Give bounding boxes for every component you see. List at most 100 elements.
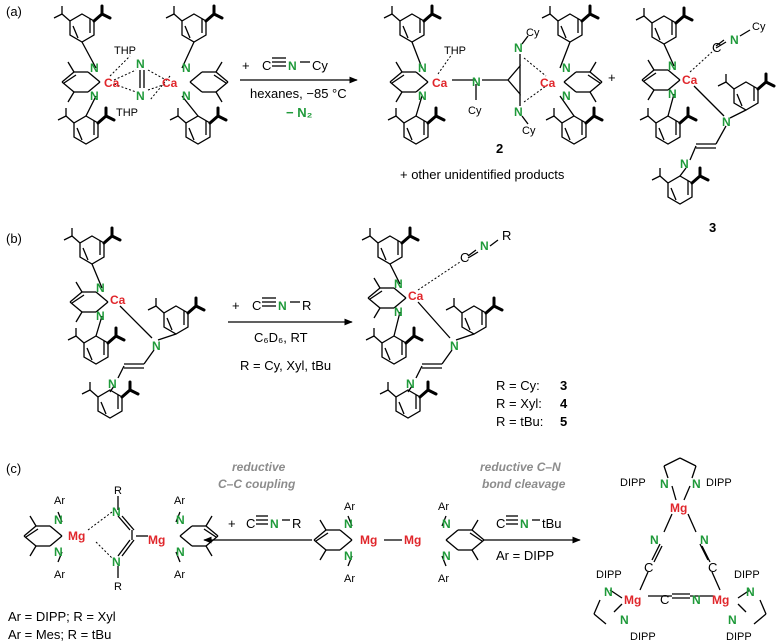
carbon-atom: C — [708, 560, 717, 575]
cy-label: Cy — [468, 105, 482, 117]
ar-label: Ar — [344, 573, 355, 585]
r-group-options: R = Cy, Xyl, tBu — [240, 358, 331, 373]
result-r: R = Xyl: — [496, 396, 542, 411]
thp-label: THP — [114, 45, 136, 57]
reactant-b-structure — [62, 226, 206, 420]
reagent-plus: + — [242, 58, 250, 73]
n-atom: N — [90, 89, 99, 103]
mg-atom: Mg — [68, 529, 85, 543]
reagent-carbon: C — [252, 298, 261, 313]
mg-atom: Mg — [670, 501, 687, 515]
n-atom: N — [112, 555, 121, 569]
thp-label: THP — [116, 107, 138, 119]
n-atom: N — [176, 545, 185, 559]
carbon-atom: C — [660, 592, 669, 607]
byproduct-n2: − N₂ — [286, 105, 313, 120]
product-b-structure — [360, 226, 504, 420]
n-atom: N — [442, 549, 451, 563]
plus-sign: + — [608, 70, 616, 85]
n-atom: N — [442, 517, 451, 531]
mg-atom: Mg — [404, 533, 421, 547]
result-compound: 4 — [560, 396, 568, 411]
n-atom: N — [344, 517, 353, 531]
r-label: R — [114, 485, 122, 497]
n-atom: N — [472, 75, 481, 89]
reagent-plus: + — [232, 298, 240, 313]
ar-label: Ar — [174, 569, 185, 581]
conditions-a: hexanes, −85 °C — [250, 86, 347, 101]
reagent-r-group: R — [302, 298, 311, 313]
reagent-r-group: tBu — [542, 516, 562, 531]
panel-c-label: (c) — [6, 461, 21, 476]
mg-atom: Mg — [624, 593, 641, 607]
left-pathway-label-2: C–C coupling — [218, 477, 296, 491]
cy-label: Cy — [522, 125, 536, 137]
ca-atom: Ca — [162, 76, 178, 90]
n-atom: N — [90, 61, 99, 75]
conditions-b: C₆D₆, RT — [254, 330, 308, 345]
left-mg-product — [23, 496, 219, 578]
result-r: R = Cy: — [496, 378, 540, 393]
n-atom: N — [700, 533, 709, 547]
reagent-nitrogen: N — [288, 59, 297, 73]
cy-label: Cy — [526, 27, 540, 39]
dipp-label: DIPP — [620, 477, 646, 489]
dipp-label: DIPP — [734, 569, 760, 581]
n-atom: N — [394, 277, 403, 291]
n-atom: N — [562, 61, 571, 75]
n-atom: N — [514, 41, 523, 55]
product-r-group: R — [502, 228, 511, 243]
mg3-cyanide-product — [593, 457, 767, 625]
ca-atom: Ca — [432, 76, 448, 90]
n-atom: N — [108, 377, 117, 391]
n-atom: N — [722, 115, 731, 129]
result-compound: 5 — [560, 414, 567, 429]
n-atom: N — [660, 477, 669, 491]
dipp-label: DIPP — [630, 631, 656, 643]
ar-label: Ar — [438, 501, 449, 513]
n-atom: N — [418, 61, 427, 75]
ca-atom: Ca — [104, 76, 120, 90]
reagent-r-group: Cy — [312, 58, 328, 73]
reagent-carbon: C — [246, 516, 255, 531]
n-atom: N — [668, 87, 677, 101]
n-atom: N — [96, 309, 105, 323]
product-3-structure — [634, 6, 776, 206]
n-atom: N — [394, 305, 403, 319]
compound-results: R = Cy: 3 R = Xyl: 4 R = tBu: 5 — [496, 378, 568, 429]
reagent-r-group: R — [292, 516, 301, 531]
n-atom: N — [746, 585, 755, 599]
result-compound: 3 — [560, 378, 567, 393]
ca-atom: Ca — [540, 76, 556, 90]
reagent-nitrogen: N — [270, 517, 279, 531]
n-atom: N — [96, 281, 105, 295]
ar-label: Ar — [344, 501, 355, 513]
reagent-nitrogen: N — [278, 299, 287, 313]
n-atom: N — [418, 89, 427, 103]
cy-label: Cy — [752, 21, 766, 33]
n-atom: N — [730, 33, 739, 47]
n-atom: N — [680, 157, 689, 171]
ca-atom: Ca — [110, 293, 126, 307]
n-atom: N — [182, 61, 191, 75]
reagent-nitrogen: N — [520, 517, 529, 531]
ca-atom: Ca — [408, 289, 424, 303]
dipp-label: DIPP — [706, 477, 732, 489]
compound-2-label: 2 — [496, 141, 503, 156]
dipp-label: DIPP — [596, 569, 622, 581]
carbon-atom: C — [644, 560, 653, 575]
n-atom: N — [480, 239, 489, 253]
thp-label: THP — [444, 45, 466, 57]
n-atom: N — [136, 89, 145, 103]
ar-definition: Ar = DIPP — [496, 548, 554, 563]
n-atom: N — [620, 613, 629, 627]
n-atom: N — [112, 505, 121, 519]
note-ar-mes: Ar = Mes; R = tBu — [8, 627, 111, 642]
carbon-atom: C — [460, 250, 469, 265]
mg-atom: Mg — [360, 533, 377, 547]
n-atom: N — [728, 613, 737, 627]
compound-3-label: 3 — [709, 220, 716, 235]
n-atom: N — [136, 57, 145, 71]
reagent-plus: + — [228, 516, 236, 531]
